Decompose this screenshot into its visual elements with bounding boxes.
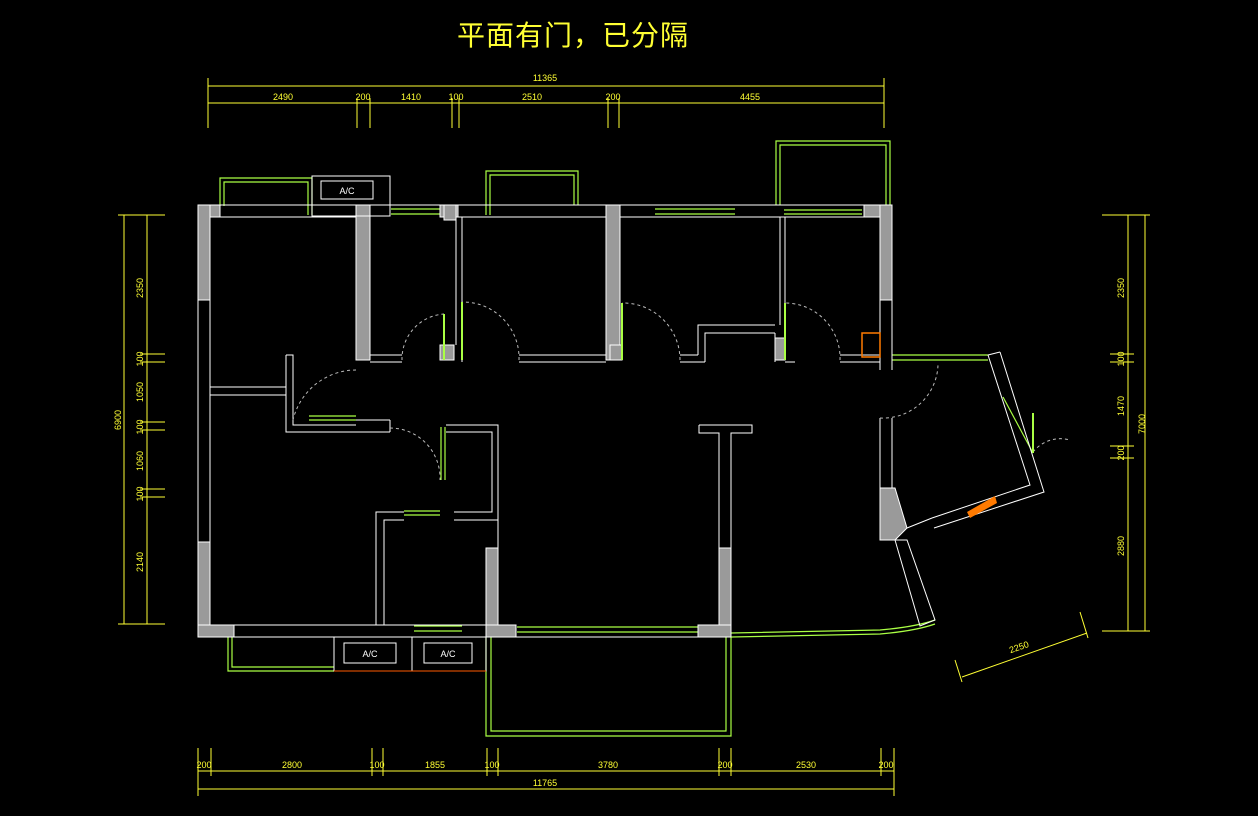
dim-top-total: 11365: [533, 73, 557, 83]
structural-columns: [197, 204, 908, 638]
shaft-marker: [861, 332, 881, 358]
dim-top-seg: 1410: [401, 92, 421, 102]
dimension-right: [1102, 214, 1150, 632]
drawing-title: 平面有门，已分隔: [456, 19, 689, 52]
dim-left-seg: 100: [135, 351, 145, 366]
dim-bottom-seg: 1855: [425, 760, 445, 770]
dim-left-seg: 1050: [135, 382, 145, 402]
dim-bottom-total: 11765: [533, 778, 557, 788]
dim-bottom-seg: 100: [369, 760, 384, 770]
door-leaves: [443, 302, 1034, 453]
ac-label: A/C: [339, 186, 355, 196]
dim-right-seg: 2350: [1116, 278, 1126, 298]
walls: [197, 204, 1045, 638]
dim-top-seg: 100: [448, 92, 463, 102]
dim-bottom-seg: 200: [878, 760, 893, 770]
windows-balconies: [219, 140, 1034, 737]
dim-left-seg: 100: [135, 419, 145, 434]
dim-left-seg: 2140: [135, 552, 145, 572]
dim-right-seg: 1470: [1116, 396, 1126, 416]
dim-left-seg: 100: [135, 486, 145, 501]
dimension-left: [118, 214, 165, 625]
dim-right-seg: 200: [1116, 445, 1126, 460]
dim-left-seg: 2350: [135, 278, 145, 298]
ac-label: A/C: [362, 649, 378, 659]
dim-left-seg: 1060: [135, 451, 145, 471]
ac-unit-bottom-right: A/C: [411, 636, 487, 672]
dim-top-seg: 200: [355, 92, 370, 102]
dim-bottom-seg: 200: [196, 760, 211, 770]
dimension-diagonal: [954, 611, 1089, 683]
dim-right-seg: 100: [1116, 351, 1126, 366]
dim-bottom-seg: 2800: [282, 760, 302, 770]
dim-right-seg: 2880: [1116, 536, 1126, 556]
ac-unit-top: A/C: [311, 175, 391, 217]
dim-bottom-seg: 3780: [598, 760, 618, 770]
dim-top-seg: 2510: [522, 92, 542, 102]
dim-top-seg: 200: [605, 92, 620, 102]
dim-top-seg: 4455: [740, 92, 760, 102]
dim-diagonal: 2250: [1008, 639, 1030, 655]
dimension-bottom: [197, 748, 895, 796]
door-swings: [292, 301, 1071, 481]
ac-label: A/C: [440, 649, 456, 659]
dim-left-total: 6900: [113, 410, 123, 430]
ac-unit-bottom-left: A/C: [333, 636, 413, 672]
dim-bottom-seg: 200: [717, 760, 732, 770]
dimension-top: [207, 78, 885, 128]
appliance-marker: [967, 496, 997, 518]
dim-bottom-seg: 2530: [796, 760, 816, 770]
dim-bottom-seg: 100: [484, 760, 499, 770]
dim-right-total: 7000: [1137, 414, 1147, 434]
dim-top-seg: 2490: [273, 92, 293, 102]
